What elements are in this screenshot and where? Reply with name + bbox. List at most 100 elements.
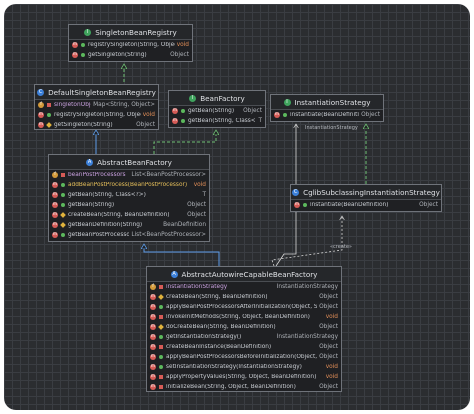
public-visibility-icon xyxy=(80,52,86,58)
abstract-class-icon: A xyxy=(170,270,178,278)
edge-abstract-implements-beanfactory xyxy=(153,130,216,154)
private-visibility-icon xyxy=(158,384,164,390)
private-visibility-icon xyxy=(158,344,164,350)
field-icon: f xyxy=(52,172,58,178)
method-icon: m xyxy=(150,353,156,360)
method-icon: m xyxy=(150,333,156,340)
abstract-class-icon: A xyxy=(86,158,94,166)
class-icon: C xyxy=(292,188,300,196)
public-visibility-icon xyxy=(158,304,164,310)
method-icon: m xyxy=(150,323,156,330)
protected-visibility-icon xyxy=(158,294,164,300)
field-icon: f xyxy=(150,284,156,290)
private-visibility-icon xyxy=(158,374,164,380)
method-icon: m xyxy=(72,51,78,58)
class-name: DefaultSingletonBeanRegistry xyxy=(48,87,156,97)
public-visibility-icon xyxy=(60,202,66,208)
method-icon: m xyxy=(150,343,156,350)
public-visibility-icon xyxy=(282,112,288,118)
method-icon: m xyxy=(52,181,58,188)
method-icon: m xyxy=(52,221,58,228)
public-visibility-icon xyxy=(80,42,86,48)
private-visibility-icon xyxy=(46,102,52,108)
class-name: AbstractBeanFactory xyxy=(97,157,172,167)
method-icon: m xyxy=(52,231,58,238)
public-visibility-icon xyxy=(60,182,66,188)
protected-visibility-icon xyxy=(60,222,66,228)
method-icon: m xyxy=(72,41,78,48)
protected-visibility-icon xyxy=(46,122,52,128)
edge-autowire-creates-cglib xyxy=(271,216,342,267)
method-icon: m xyxy=(52,201,58,208)
method-icon: m xyxy=(52,211,58,218)
method-icon: m xyxy=(38,121,44,128)
interface-icon: I xyxy=(283,98,291,106)
class-name: AbstractAutowireCapableBeanFactory xyxy=(181,269,318,279)
field-icon: f xyxy=(38,102,44,108)
method-icon: m xyxy=(150,363,156,370)
method-icon: m xyxy=(150,293,156,300)
public-visibility-icon xyxy=(158,364,164,370)
method-icon: m xyxy=(172,117,178,124)
edge-label-create: «create» xyxy=(330,244,352,250)
private-visibility-icon xyxy=(158,314,164,320)
protected-visibility-icon xyxy=(158,324,164,330)
public-visibility-icon xyxy=(180,118,186,124)
public-visibility-icon xyxy=(60,192,66,198)
member-row[interactable]: mgetBeanPostProcessors()List<BeanPostPro… xyxy=(52,231,206,238)
class-name: SingletonBeanRegistry xyxy=(95,27,177,37)
private-visibility-icon xyxy=(158,284,164,290)
public-visibility-icon xyxy=(46,112,52,118)
class-name: CglibSubclassingInstantiationStrategy xyxy=(303,187,440,197)
interface-icon: I xyxy=(189,94,197,102)
member-row[interactable]: fsingletonObjectsMap<String, Object> xyxy=(35,100,158,110)
protected-visibility-icon xyxy=(60,212,66,218)
edge-label-instantiation-strategy: InstantiationStrategy xyxy=(305,125,358,131)
method-icon: m xyxy=(150,303,156,310)
method-icon: m xyxy=(172,107,178,114)
method-icon: m xyxy=(274,111,280,118)
interface-icon: I xyxy=(84,28,92,36)
method-icon: m xyxy=(52,191,58,198)
method-icon: m xyxy=(38,111,44,118)
method-icon: m xyxy=(150,383,156,390)
class-name: BeanFactory xyxy=(200,93,245,103)
edge-autowire-extends-abstract xyxy=(144,244,220,266)
method-icon: m xyxy=(150,313,156,320)
private-visibility-icon xyxy=(60,172,66,178)
public-visibility-icon xyxy=(158,334,164,340)
